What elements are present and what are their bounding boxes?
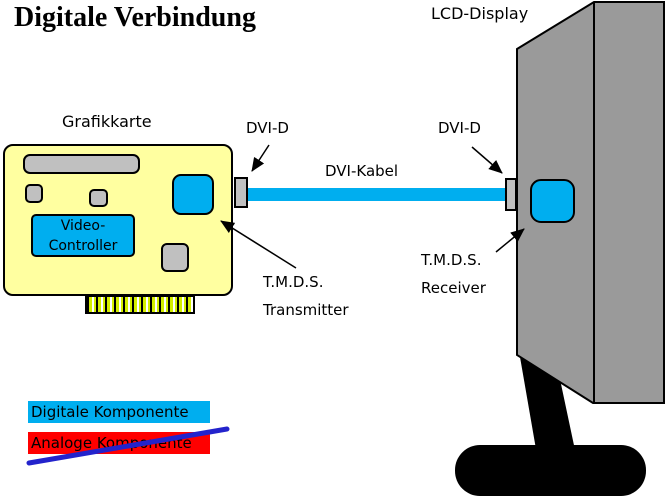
arrow-tmds-transmitter-icon — [220, 220, 297, 269]
lcd-display-label: LCD-Display — [431, 4, 529, 23]
arrow-dvi-d-right-icon — [471, 146, 503, 174]
grafikkarte-label: Grafikkarte — [62, 112, 152, 131]
card-edge-connector — [85, 295, 195, 314]
dvi-cable — [248, 188, 508, 201]
card-chip-small-2 — [89, 189, 108, 207]
dvi-d-left-label: DVI-D — [246, 119, 289, 137]
video-controller-box: Video- Controller — [31, 214, 135, 257]
dvi-kabel-label: DVI-Kabel — [325, 162, 399, 180]
arrow-dvi-d-left-icon — [251, 144, 270, 172]
tmds-receiver-label: T.M.D.S. Receiver — [421, 251, 486, 297]
legend-digital: Digitale Komponente — [28, 401, 210, 423]
tmds-transmitter-label: T.M.D.S. Transmitter — [263, 273, 349, 319]
analog-strike-line-icon — [26, 426, 230, 466]
arrow-tmds-receiver-icon — [495, 228, 525, 253]
card-chip-large — [161, 243, 189, 272]
monitor-stand — [520, 351, 575, 455]
dvi-d-connector-card — [234, 177, 248, 208]
lcd-monitor-body — [516, 1, 665, 404]
graphics-card: Video- Controller — [3, 144, 233, 296]
card-chip-small-1 — [25, 184, 43, 203]
monitor-base — [455, 445, 646, 496]
dvi-d-right-label: DVI-D — [438, 119, 481, 137]
card-slot-bracket — [23, 154, 140, 174]
tmds-transmitter-chip — [172, 174, 214, 215]
tmds-receiver-chip — [530, 179, 575, 223]
page-title: Digitale Verbindung — [14, 2, 256, 33]
